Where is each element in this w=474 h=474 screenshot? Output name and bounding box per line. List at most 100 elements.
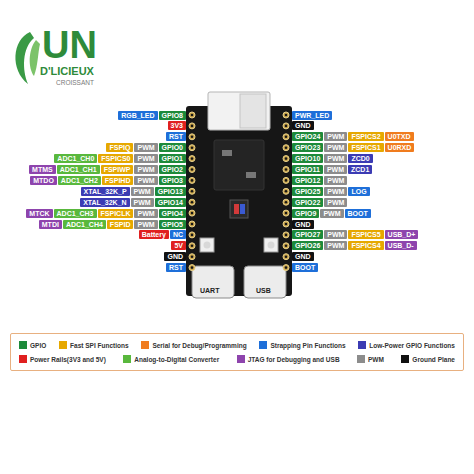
pin-name: GPIO9 <box>295 210 316 217</box>
legend-row: Power Rails(3V3 and 5V) Analog-to-Digital… <box>19 354 455 364</box>
pin-label-row: XTAL_32K_PPWMGPIO13 <box>81 187 186 196</box>
module-area <box>214 140 264 190</box>
pin-tag: PWM <box>324 176 347 185</box>
pin-label-row: MTDIADC1_CH4FSPIDPWMGPIO5 <box>39 220 186 229</box>
pin-name: PWM <box>327 242 344 249</box>
logo-subtext: CROISSANT <box>56 80 94 87</box>
legend-swatch <box>19 355 27 363</box>
pin-hole <box>285 190 288 193</box>
pin-tag: GPIO27 <box>292 230 323 239</box>
pin-name: 3V3 <box>171 122 183 129</box>
pin-label-row: GPIO26PWMFSPICS4USB_D- <box>292 241 417 250</box>
pin-hole <box>191 146 194 149</box>
pin-hole <box>283 177 289 183</box>
pin-name: GPIO14 <box>158 199 183 206</box>
pin-name: GPIO11 <box>295 166 320 173</box>
pin-hole <box>283 156 289 162</box>
pin-tag: FSPIHD <box>102 176 134 185</box>
pin-hole <box>285 168 288 171</box>
pin-name: GPIO5 <box>162 221 183 228</box>
legend-box: GPIOFast SPI FunctionsSerial for Debug/P… <box>10 333 464 371</box>
legend-text: Ground Plane <box>412 356 455 363</box>
legend-swatch <box>19 341 27 349</box>
pin-name: PWM <box>137 144 154 151</box>
component <box>222 150 232 156</box>
pin-label-row: 3V3 <box>168 121 186 130</box>
legend-swatch <box>357 355 365 363</box>
pin-tag: MTMS <box>29 165 56 174</box>
legend-item: Fast SPI Functions <box>59 341 129 349</box>
rf-shield <box>240 94 266 128</box>
pin-tag: ADC1_CH2 <box>58 176 101 185</box>
pin-name: GPIO25 <box>295 188 320 195</box>
pin-tag: PWR_LED <box>292 111 332 120</box>
pin-tag: GPIO13 <box>155 187 186 196</box>
pin-label-row: RST <box>166 263 186 272</box>
pin-hole <box>189 265 195 271</box>
pin-hole <box>191 223 194 226</box>
pin-tag: XTAL_32K_P <box>81 187 130 196</box>
pin-hole <box>189 188 195 194</box>
pin-tag: GPIO14 <box>155 198 186 207</box>
pin-hole <box>285 255 288 258</box>
pin-name: PWM <box>327 231 344 238</box>
pin-name: GPIO1 <box>162 155 183 162</box>
pin-label-row: GPIO24PWMFSPICS2U0TXD <box>292 132 414 141</box>
pin-label-row: RST <box>166 132 186 141</box>
pin-tag: Battery <box>139 230 169 239</box>
pin-name: GPIO22 <box>295 199 320 206</box>
pin-tag: U0RXD <box>385 143 415 152</box>
legend-swatch <box>59 341 67 349</box>
port-label: UART <box>200 287 219 294</box>
pin-name: FSPIQ <box>109 144 130 151</box>
pin-name: NC <box>173 231 183 238</box>
pin-tag: FSPID <box>107 220 134 229</box>
pin-hole <box>189 123 195 129</box>
pin-tag: PWM <box>324 198 347 207</box>
pin-label-row: GPIO27PWMFSPICS5USB_D+ <box>292 230 418 239</box>
pin-hole <box>189 221 195 227</box>
pin-tag: MTCK <box>26 209 52 218</box>
pin-name: ADC1_CH1 <box>60 166 97 173</box>
legend-item: Power Rails(3V3 and 5V) <box>19 355 106 363</box>
pin-tag: XTAL_32K_N <box>80 198 129 207</box>
pin-name: ZCD1 <box>351 166 369 173</box>
pin-label-row: GPIO9PWMBOOT <box>292 209 371 218</box>
pin-tag: PWM <box>324 154 347 163</box>
pin-tag: PWM <box>134 154 157 163</box>
pin-hole <box>285 146 288 149</box>
pin-hole <box>283 254 289 260</box>
pin-name: FSPICS4 <box>351 242 380 249</box>
pin-name: MTCK <box>29 210 49 217</box>
pin-label-row: RGB_LEDGPIO8 <box>118 111 186 120</box>
pin-tag: GND <box>292 220 314 229</box>
pin-label-row: 5V <box>171 241 186 250</box>
pin-hole <box>191 201 194 204</box>
pin-hole <box>191 114 194 117</box>
pin-tag: GPIO22 <box>292 198 323 207</box>
pin-hole <box>283 112 289 118</box>
pin-tag: GPIO1 <box>159 154 186 163</box>
pin-name: XTAL_32K_P <box>84 188 127 195</box>
pin-label-row: GND <box>292 252 314 261</box>
button <box>204 242 211 249</box>
pin-tag: BOOT <box>292 263 318 272</box>
pin-hole <box>191 157 194 160</box>
legend-item: Analog-to-Digital Converter <box>123 355 219 363</box>
pin-tag: GND <box>292 121 314 130</box>
pin-tag: PWM <box>324 187 347 196</box>
legend-text: PWM <box>368 356 384 363</box>
pin-name: GPIO26 <box>295 242 320 249</box>
component <box>246 172 256 178</box>
pin-hole <box>283 134 289 140</box>
pin-name: PWM <box>327 133 344 140</box>
pin-hole <box>189 167 195 173</box>
pin-tag: ZCD0 <box>348 154 372 163</box>
pin-tag: FSPICS5 <box>348 230 383 239</box>
pin-name: PWM <box>137 155 154 162</box>
pin-name: MTMS <box>32 166 53 173</box>
pin-hole <box>283 123 289 129</box>
pin-tag: GPIO10 <box>292 154 323 163</box>
pin-tag: PWM <box>320 209 343 218</box>
pin-hole <box>285 212 288 215</box>
